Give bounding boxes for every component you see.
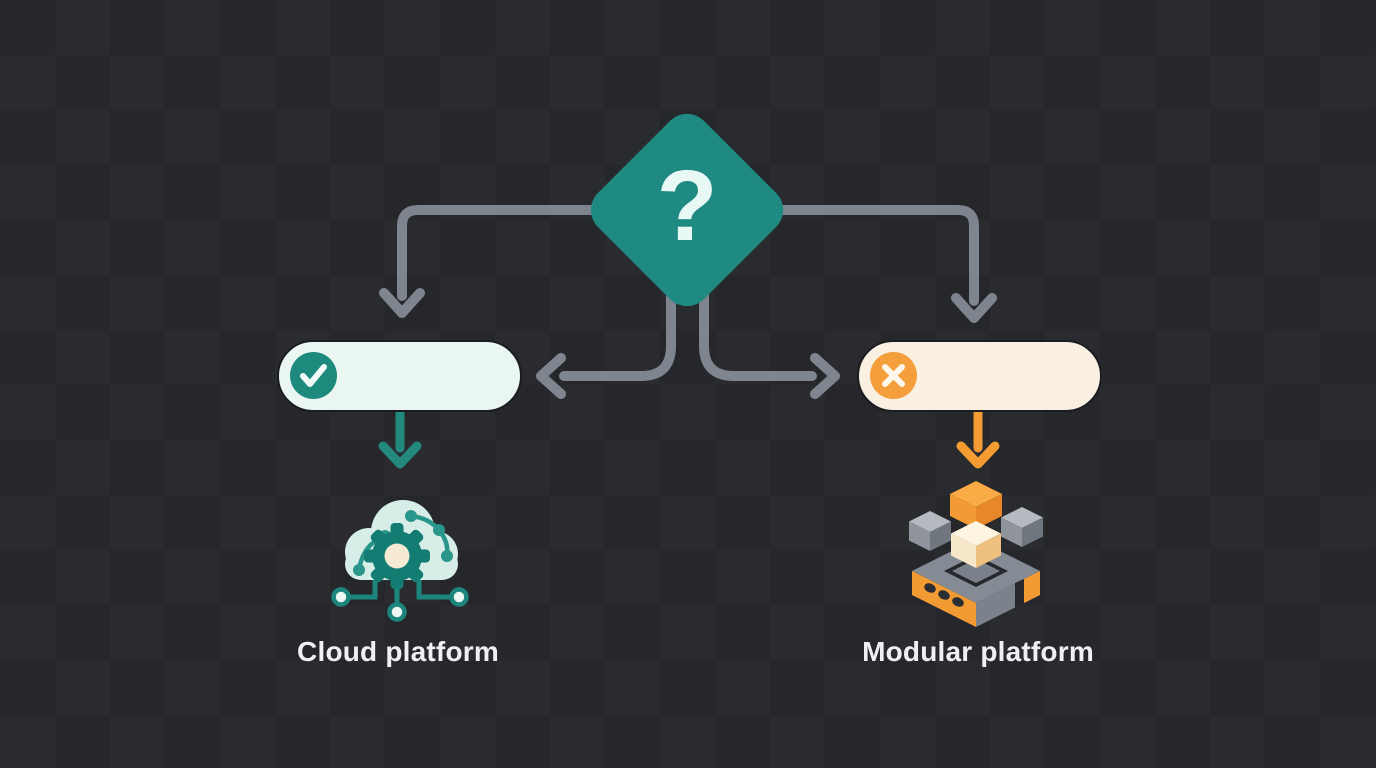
left-option-pill xyxy=(277,340,522,412)
arrowhead-right xyxy=(810,353,840,399)
cloud-gear-icon xyxy=(331,500,469,622)
cloud-platform-label: Cloud platform xyxy=(297,636,499,667)
teal-down-arrow xyxy=(378,408,422,469)
connector-bottom-right xyxy=(699,285,817,381)
check-icon xyxy=(290,352,337,399)
arrowhead-left xyxy=(536,353,566,399)
arrowhead-down-left xyxy=(379,288,425,318)
arrowhead-down-right xyxy=(951,293,997,323)
x-icon xyxy=(870,352,917,399)
orange-down-arrow xyxy=(956,408,1000,469)
connector-bottom-left xyxy=(559,285,676,381)
connector-right-top xyxy=(773,205,979,306)
modular-platform-label: Modular platform xyxy=(862,636,1094,667)
modular-cubes-icon xyxy=(909,481,1043,627)
right-option-pill xyxy=(857,340,1102,412)
connector-left-top xyxy=(397,205,601,301)
question-mark-icon: ? xyxy=(656,149,718,262)
